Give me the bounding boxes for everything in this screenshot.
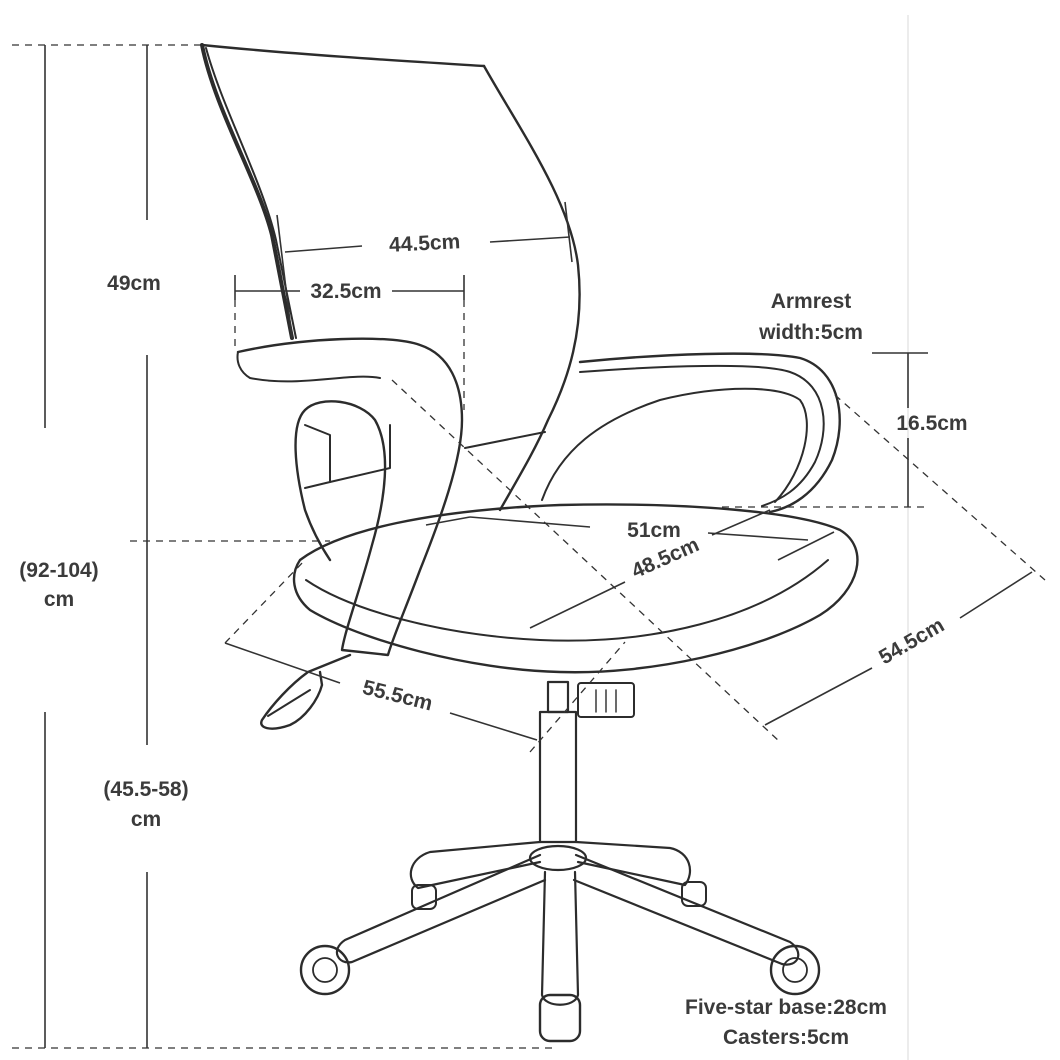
backrest-left-edge bbox=[200, 43, 294, 340]
left-armrest-inner-back bbox=[329, 424, 391, 483]
seat-width-label: 51cm bbox=[627, 519, 681, 542]
arm-height-label: 16.5cm bbox=[896, 412, 967, 435]
seat-height-label-line1: (45.5-58) bbox=[103, 778, 188, 801]
seat bbox=[292, 503, 859, 674]
diagonal-dash-long bbox=[391, 379, 781, 743]
base-arm-right bbox=[572, 853, 800, 966]
side-depth-label: 54.5cm bbox=[875, 614, 948, 670]
side-depth-line-upper bbox=[959, 571, 1033, 619]
backrest-top-edge bbox=[200, 43, 486, 68]
right-armrest bbox=[541, 352, 841, 514]
lever-detail bbox=[267, 689, 311, 717]
back-inner-width-label: 32.5cm bbox=[310, 280, 381, 303]
height-adjust-lever bbox=[260, 653, 352, 730]
left-armrest-pad bbox=[236, 351, 381, 383]
back-width-label: 44.5cm bbox=[388, 230, 460, 257]
right-armrest-outer bbox=[578, 352, 841, 514]
front-depth-line-left bbox=[224, 642, 341, 684]
right-armrest-loop bbox=[541, 387, 808, 503]
armrest-width-label: width:5cm bbox=[758, 321, 863, 344]
seat-width-line-right bbox=[707, 532, 809, 541]
caster-back-left bbox=[411, 884, 437, 910]
left-armrest-inner-panel bbox=[304, 424, 331, 489]
casters-label: Casters:5cm bbox=[723, 1026, 849, 1049]
left-dimension-lines bbox=[12, 44, 555, 1049]
seat-height-label-line2: cm bbox=[131, 808, 161, 831]
base-arm-left bbox=[335, 853, 547, 964]
backrest bbox=[200, 43, 581, 512]
seat-width-line-left bbox=[469, 516, 591, 528]
seat-depth-line-upper bbox=[711, 509, 771, 536]
side-depth-line-lower bbox=[764, 667, 873, 726]
back-width-line-right bbox=[489, 236, 571, 243]
right-armrest-inner bbox=[579, 364, 825, 507]
seat-cushion bbox=[292, 503, 859, 674]
left-armrest bbox=[236, 337, 464, 657]
front-depth-label: 55.5cm bbox=[360, 676, 435, 716]
back-height-label: 49cm bbox=[107, 272, 161, 295]
base-arm-front bbox=[540, 870, 580, 1006]
base-hub bbox=[528, 844, 588, 872]
back-width-line-left bbox=[284, 245, 363, 253]
seat-front-edge bbox=[305, 559, 829, 642]
caster-left bbox=[299, 944, 351, 996]
seat-mechanism bbox=[260, 653, 635, 730]
base-arm-back-left bbox=[409, 840, 542, 890]
gas-cylinder bbox=[538, 680, 578, 844]
caster-back-right bbox=[681, 881, 707, 907]
armrest-title-label: Armrest bbox=[771, 290, 852, 313]
base-arm-back-right bbox=[574, 840, 692, 887]
left-armrest-frame bbox=[236, 337, 464, 657]
dimension-labels: 49cm 44.5cm 32.5cm Armrest width:5cm 16.… bbox=[19, 230, 967, 1049]
backrest-right-edge bbox=[482, 64, 581, 512]
five-star-base bbox=[335, 840, 800, 1006]
mechanism-box bbox=[577, 682, 635, 718]
cylinder-top bbox=[546, 680, 570, 714]
caster-right bbox=[769, 944, 821, 996]
base-label: Five-star base:28cm bbox=[685, 996, 887, 1019]
chair-dimension-lines bbox=[224, 201, 1046, 753]
caster-front bbox=[538, 993, 582, 1043]
seat-depth-line-lower bbox=[529, 581, 626, 629]
backrest-bottom-edge bbox=[464, 431, 546, 449]
cylinder-body bbox=[538, 710, 578, 844]
overall-height-label-line1: (92-104) bbox=[19, 559, 98, 582]
casters bbox=[299, 881, 821, 1043]
front-depth-line-right bbox=[449, 712, 538, 741]
backrest-left-edge-inner bbox=[205, 47, 297, 339]
overall-height-label-line2: cm bbox=[44, 588, 74, 611]
